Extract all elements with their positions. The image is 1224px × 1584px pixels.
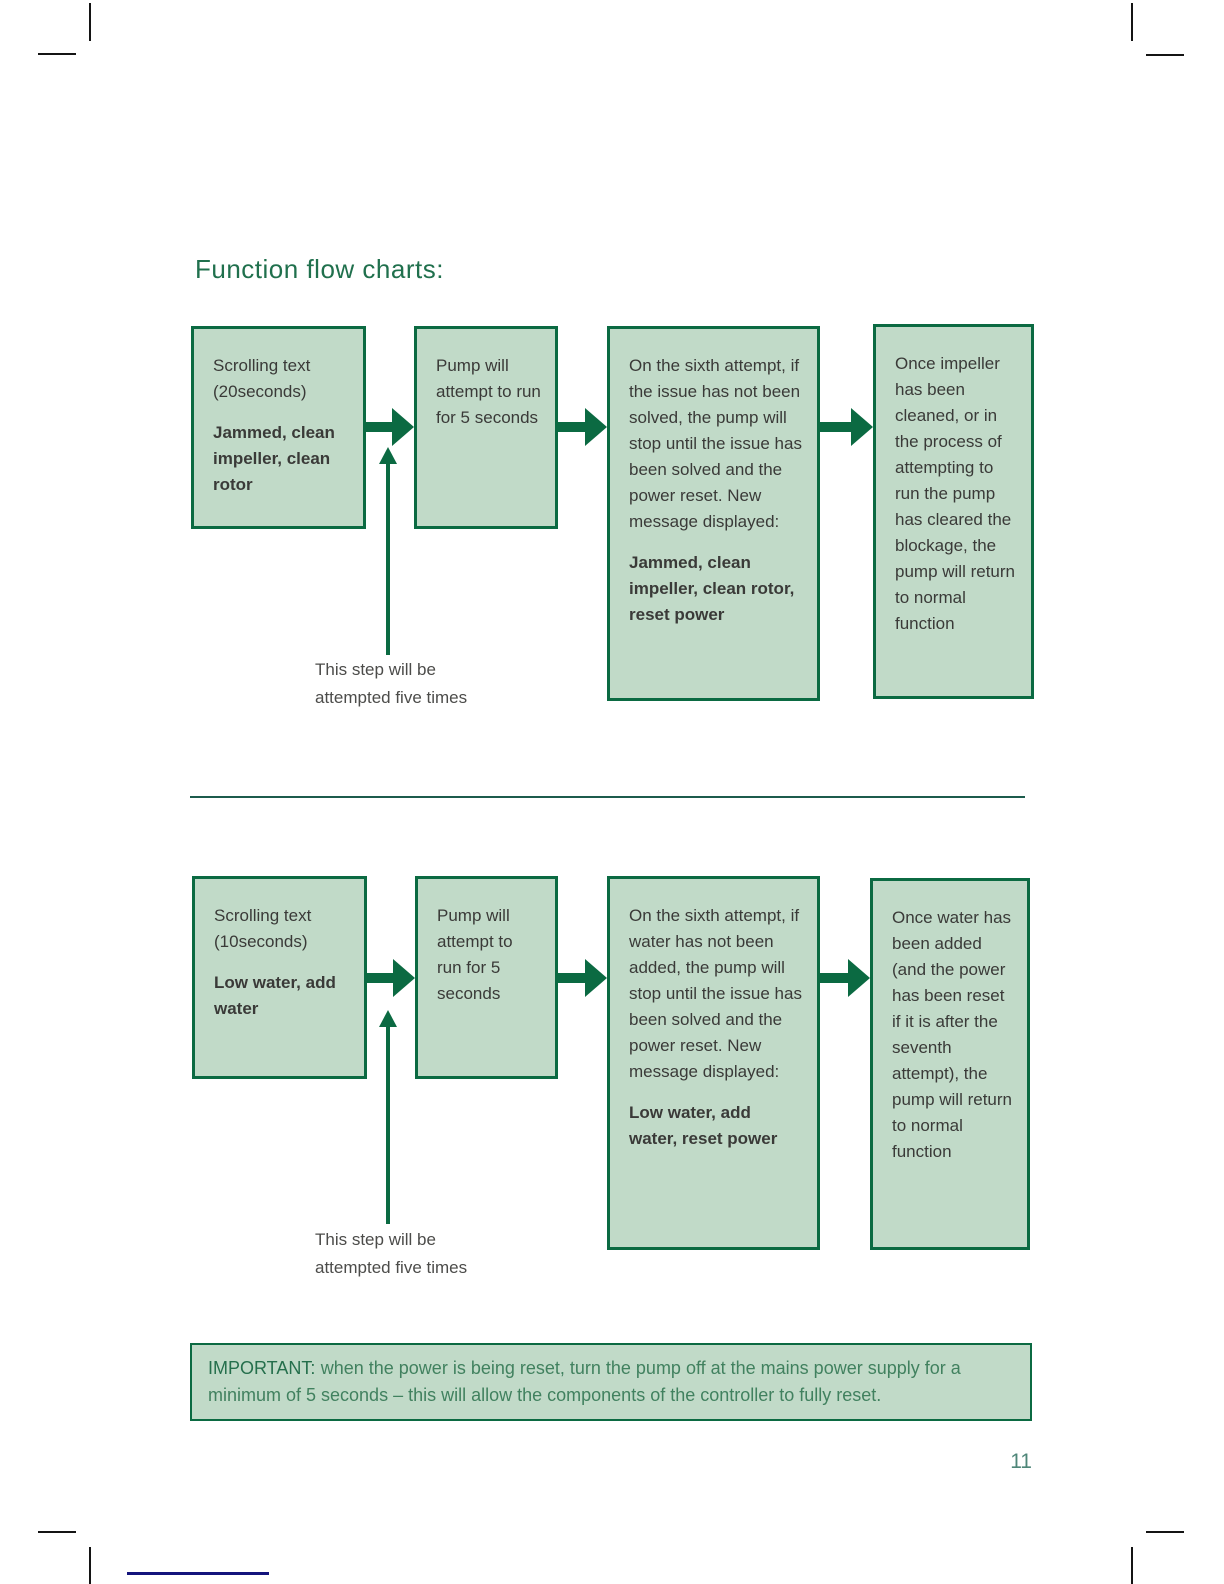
section-divider: [190, 796, 1025, 798]
box-message: Low water, add water: [214, 973, 336, 1018]
arrow-right-icon: [558, 959, 607, 997]
crop-mark: [38, 53, 76, 55]
box-text: Pump will attempt to run for 5 seconds: [436, 356, 541, 427]
important-label: IMPORTANT:: [208, 1358, 316, 1378]
flow-box-sixth-attempt: On the sixth attempt, if water has not b…: [607, 876, 820, 1250]
box-text: Once water has been added (and the power…: [892, 908, 1012, 1161]
box-message: Low water, add water, reset power: [629, 1103, 778, 1148]
crop-mark: [38, 1531, 76, 1533]
flow-box-scrolling-text: Scrolling text (20seconds) Jammed, clean…: [191, 326, 366, 529]
crop-mark: [89, 3, 91, 41]
arrow-stem: [820, 973, 851, 983]
arrow-stem: [558, 973, 588, 983]
flow-box-pump-attempt: Pump will attempt to run for 5 seconds: [415, 876, 558, 1079]
box-text: Scrolling text (10seconds): [214, 906, 312, 951]
box-message: Jammed, clean impeller, clean rotor: [213, 423, 335, 494]
arrow-stem: [558, 422, 588, 432]
arrow-head: [848, 959, 870, 997]
box-text: Once impeller has been cleaned, or in th…: [895, 354, 1015, 633]
arrow-stem: [820, 422, 854, 432]
arrow-up-icon: [379, 1010, 397, 1224]
flow-box-sixth-attempt: On the sixth attempt, if the issue has n…: [607, 326, 820, 701]
arrow-head: [851, 408, 873, 446]
arrow-up-icon: [379, 447, 397, 655]
arrow-head: [392, 408, 414, 446]
arrow-stem: [386, 1027, 390, 1224]
arrow-head: [379, 1010, 397, 1027]
arrow-right-icon: [367, 959, 415, 997]
page-number: 11: [1010, 1450, 1032, 1473]
box-text: On the sixth attempt, if the issue has n…: [629, 356, 802, 531]
arrow-head: [393, 959, 415, 997]
arrow-stem: [367, 973, 396, 983]
crop-mark: [1146, 54, 1184, 56]
arrow-stem: [386, 464, 390, 655]
arrow-right-icon: [558, 408, 607, 446]
page-title: Function flow charts:: [195, 254, 444, 284]
footer-blue-line: [127, 1572, 269, 1575]
box-text: Scrolling text (20seconds): [213, 356, 311, 401]
box-text: Pump will attempt to run for 5 seconds: [437, 906, 513, 1003]
important-note: IMPORTANT:when the power is being reset,…: [190, 1343, 1032, 1421]
retry-note: This step will be attempted five times: [315, 1230, 468, 1277]
flow-box-scrolling-text: Scrolling text (10seconds) Low water, ad…: [192, 876, 367, 1079]
flow-box-normal-function: Once impeller has been cleaned, or in th…: [873, 324, 1034, 699]
arrow-head: [585, 959, 607, 997]
crop-mark: [1146, 1531, 1184, 1533]
arrow-right-icon: [366, 408, 414, 446]
important-text: when the power is being reset, turn the …: [208, 1358, 961, 1405]
arrow-right-icon: [820, 408, 873, 446]
box-text: On the sixth attempt, if water has not b…: [629, 906, 802, 1081]
arrow-right-icon: [820, 959, 870, 997]
crop-mark: [1131, 3, 1133, 41]
arrow-head: [585, 408, 607, 446]
flow-box-pump-attempt: Pump will attempt to run for 5 seconds: [414, 326, 558, 529]
box-message: Jammed, clean impeller, clean rotor, res…: [629, 553, 795, 624]
crop-mark: [1131, 1547, 1133, 1584]
retry-note: This step will be attempted five times: [315, 660, 468, 707]
arrow-head: [379, 447, 397, 464]
arrow-stem: [366, 422, 395, 432]
flow-box-normal-function: Once water has been added (and the power…: [870, 878, 1030, 1250]
crop-mark: [89, 1547, 91, 1584]
